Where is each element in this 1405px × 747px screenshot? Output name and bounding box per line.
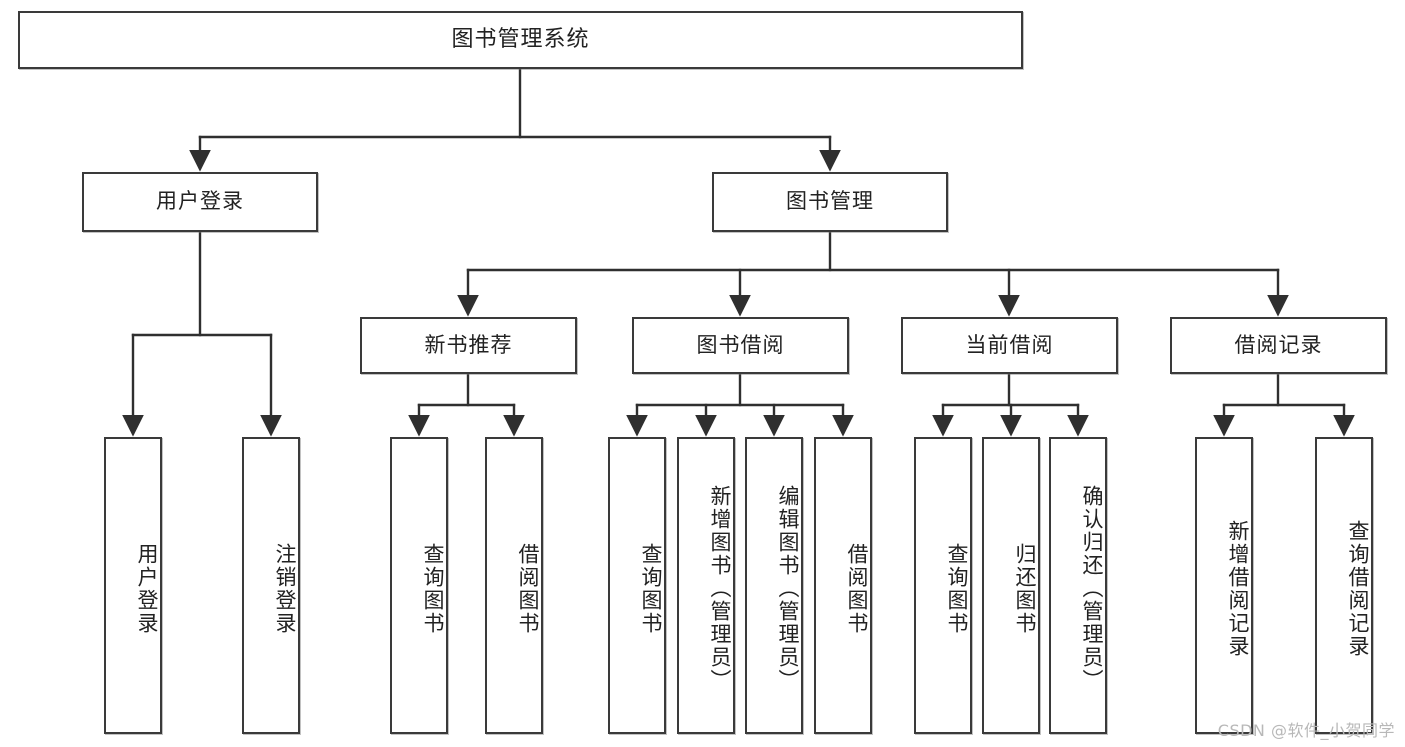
- leaf-label: 新增借阅记录: [1226, 519, 1250, 658]
- leaf-label: 注销登录: [273, 542, 297, 635]
- leaf-user-login[interactable]: 用户登录: [104, 437, 162, 734]
- leaf-label: 查询图书: [421, 542, 445, 635]
- leaf-label: 归还图书: [1013, 542, 1037, 635]
- leaf-label: 确认归还（管理员）: [1080, 485, 1104, 692]
- leaf-label: 借阅图书: [516, 542, 540, 635]
- node-book-borrow[interactable]: 图书借阅: [632, 317, 849, 374]
- leaf-logout[interactable]: 注销登录: [242, 437, 300, 734]
- leaf-new-books-query-book[interactable]: 查询图书: [390, 437, 448, 734]
- leaf-label: 新增图书（管理员）: [708, 485, 732, 692]
- node-user-login[interactable]: 用户登录: [82, 172, 318, 232]
- leaf-label: 查询图书: [639, 542, 663, 635]
- leaf-label: 编辑图书（管理员）: [776, 485, 800, 692]
- watermark: CSDN @软件_小贺同学: [1217, 721, 1395, 740]
- leaf-label: 借阅图书: [845, 542, 869, 635]
- leaf-new-books-borrow-book[interactable]: 借阅图书: [485, 437, 543, 734]
- leaf-records-query-record[interactable]: 查询借阅记录: [1315, 437, 1373, 734]
- node-book-management[interactable]: 图书管理: [712, 172, 948, 232]
- leaf-borrow-add-book-admin[interactable]: 新增图书（管理员）: [677, 437, 735, 734]
- node-current-borrow[interactable]: 当前借阅: [901, 317, 1118, 374]
- leaf-label: 查询图书: [945, 542, 969, 635]
- leaf-records-add-record[interactable]: 新增借阅记录: [1195, 437, 1253, 734]
- leaf-current-return-book[interactable]: 归还图书: [982, 437, 1040, 734]
- leaf-label: 用户登录: [135, 542, 159, 635]
- leaf-current-confirm-return-admin[interactable]: 确认归还（管理员）: [1049, 437, 1107, 734]
- node-root-system[interactable]: 图书管理系统: [18, 11, 1023, 69]
- leaf-borrow-edit-book-admin[interactable]: 编辑图书（管理员）: [745, 437, 803, 734]
- leaf-borrow-query-book[interactable]: 查询图书: [608, 437, 666, 734]
- leaf-label: 查询借阅记录: [1346, 519, 1370, 658]
- leaf-current-query-book[interactable]: 查询图书: [914, 437, 972, 734]
- leaf-borrow-borrow-book[interactable]: 借阅图书: [814, 437, 872, 734]
- node-new-book-recommend[interactable]: 新书推荐: [360, 317, 577, 374]
- node-borrow-records[interactable]: 借阅记录: [1170, 317, 1387, 374]
